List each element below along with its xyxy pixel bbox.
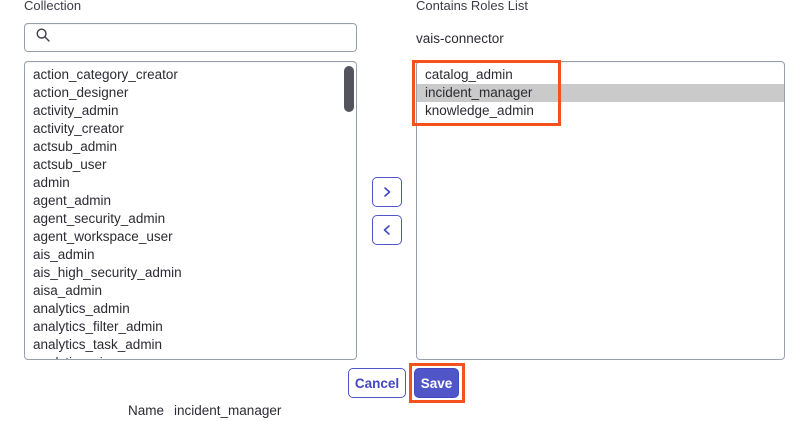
list-item[interactable]: analytics_viewer: [25, 354, 356, 359]
list-item[interactable]: ais_high_security_admin: [33, 265, 182, 280]
list-item[interactable]: analytics_task_admin: [33, 337, 163, 352]
list-item[interactable]: agent_security_admin: [33, 211, 166, 226]
cancel-button[interactable]: Cancel: [348, 368, 406, 398]
list-item[interactable]: analytics_filter_admin: [33, 319, 163, 334]
add-role-button[interactable]: [372, 177, 402, 207]
list-item[interactable]: action_designer: [33, 85, 129, 100]
list-item[interactable]: agent_workspace_user: [33, 229, 173, 244]
name-label: Name: [128, 403, 165, 418]
list-item[interactable]: catalog_admin: [425, 67, 513, 82]
list-item[interactable]: actsub_admin: [33, 139, 118, 154]
name-value: incident_manager: [174, 403, 282, 418]
search-input[interactable]: [51, 24, 348, 51]
collection-scrollbar-thumb[interactable]: [344, 66, 354, 112]
remove-role-button[interactable]: [372, 215, 402, 245]
subject-name: vais-connector: [416, 31, 504, 46]
chevron-right-icon: [380, 185, 394, 199]
save-button[interactable]: Save: [414, 368, 459, 398]
list-item[interactable]: action_category_creator: [33, 67, 178, 82]
collection-scrollbar[interactable]: [344, 64, 354, 357]
chevron-left-icon: [380, 223, 394, 237]
list-item[interactable]: aisa_admin: [33, 283, 103, 298]
list-item[interactable]: analytics_admin: [33, 301, 130, 316]
list-item[interactable]: knowledge_admin: [425, 103, 534, 118]
list-item[interactable]: activity_admin: [33, 103, 119, 118]
list-item[interactable]: incident_manager: [417, 84, 784, 102]
search-field[interactable]: [24, 23, 357, 52]
list-item[interactable]: activity_creator: [33, 121, 124, 136]
list-item[interactable]: admin: [33, 175, 70, 190]
name-row: Name incident_manager: [128, 403, 281, 419]
collection-label: Collection: [24, 0, 82, 13]
list-item[interactable]: agent_admin: [33, 193, 112, 208]
list-item[interactable]: ais_admin: [33, 247, 95, 262]
contains-roles-list-label: Contains Roles List: [416, 0, 528, 13]
list-item[interactable]: actsub_user: [33, 157, 107, 172]
search-icon: [33, 27, 51, 48]
